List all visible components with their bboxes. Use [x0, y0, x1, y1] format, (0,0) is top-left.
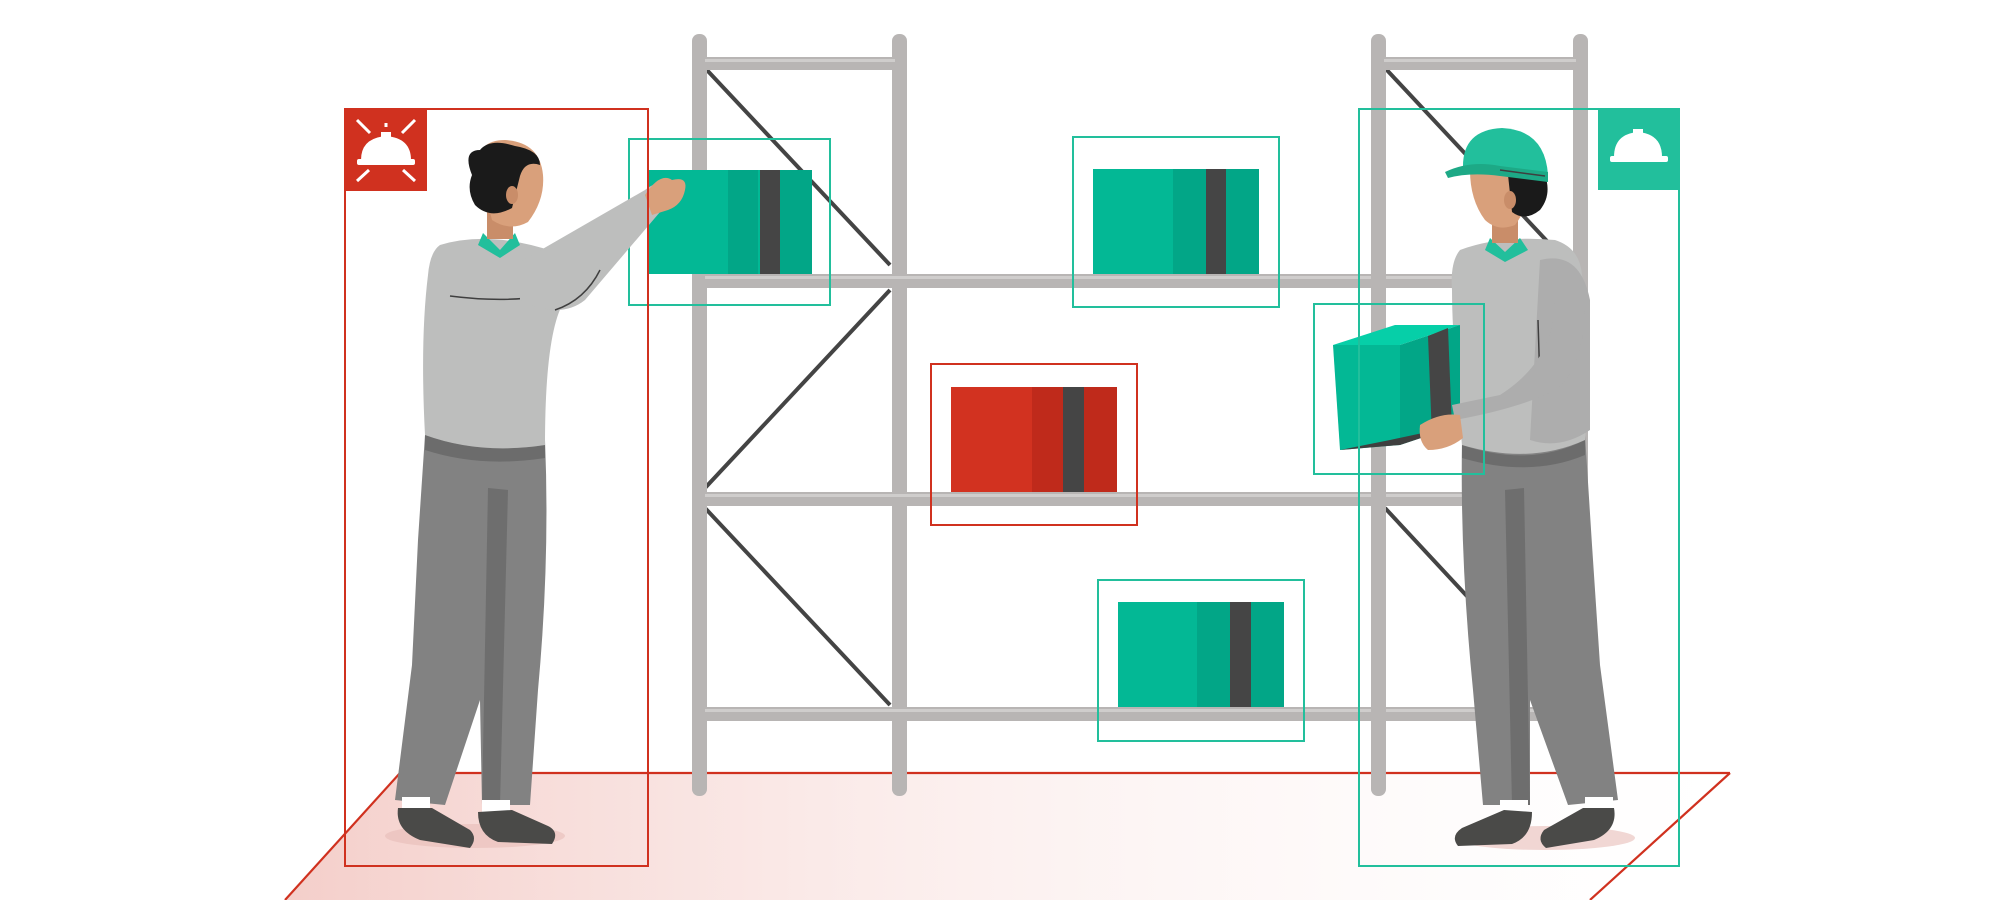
worker-right-with-helmet [1333, 128, 1635, 850]
worker-left-no-helmet [385, 140, 686, 848]
detection-box-bottom [1097, 579, 1305, 742]
shelving-unit-left [692, 34, 907, 796]
box-middle-red [951, 387, 1117, 492]
box-top-middle [1093, 169, 1259, 274]
box-bottom [1118, 602, 1284, 707]
detection-box-middle-red [930, 363, 1138, 526]
box-held [1333, 325, 1460, 450]
shelving-middle-beams [705, 274, 1565, 721]
detection-box-worker-right [1358, 108, 1680, 867]
detection-box-top-middle [1072, 136, 1280, 308]
hard-hat-icon [1598, 109, 1679, 190]
detection-box-held [1313, 303, 1485, 475]
box-top-left [647, 170, 812, 274]
detection-box-worker-left [344, 108, 649, 867]
hard-hat-warning-icon [345, 109, 427, 191]
